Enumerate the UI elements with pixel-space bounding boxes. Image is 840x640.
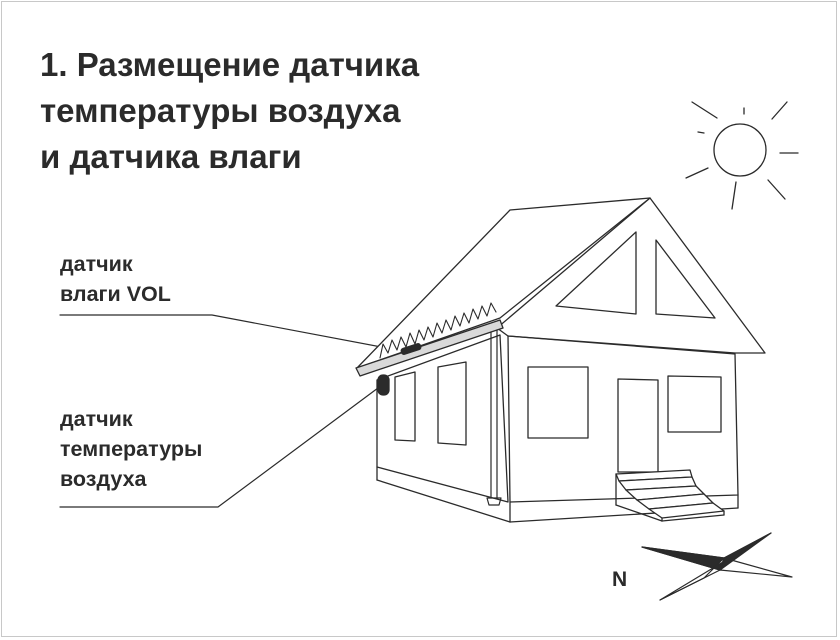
- moisture-sensor: [400, 343, 422, 355]
- downpipe: [486, 329, 502, 506]
- side-window-2: [437, 361, 467, 446]
- leader-lines: [59, 314, 409, 508]
- temperature-leader-line: [59, 387, 379, 508]
- front-window-1: [527, 366, 589, 439]
- front-window-2: [667, 375, 722, 433]
- title-line-1: 1. Размещение датчика: [40, 46, 420, 83]
- gutter: [355, 319, 504, 377]
- temperature-sensor: [377, 374, 390, 396]
- front-gable: [496, 197, 766, 354]
- moisture-sensor-label: датчик влаги VOL: [60, 249, 171, 309]
- temp-label-line-3: воздуха: [60, 467, 147, 491]
- compass-north-label: N: [612, 568, 628, 591]
- title-line-2: температуры воздуха: [40, 92, 401, 129]
- sun-icon: [685, 101, 799, 210]
- temperature-sensor-label: датчик температуры воздуха: [60, 404, 202, 494]
- front-steps: [615, 469, 725, 522]
- moisture-label-line-2: влаги VOL: [60, 282, 171, 306]
- moisture-label-line-1: датчик: [60, 252, 133, 276]
- house-illustration: [355, 197, 766, 523]
- front-door: [617, 378, 659, 473]
- page-title: 1. Размещение датчика температуры воздух…: [40, 42, 419, 180]
- temp-label-line-1: датчик: [60, 407, 133, 431]
- left-wall: [376, 334, 509, 503]
- roof-slope: [356, 197, 651, 369]
- compass-rose-icon: [641, 532, 793, 601]
- gable-triangle-right: [655, 239, 716, 319]
- moisture-leader-line: [59, 314, 409, 353]
- title-line-3: и датчика влаги: [40, 138, 302, 175]
- gable-triangle-left: [555, 231, 637, 315]
- roof-shingles: [379, 302, 497, 359]
- side-window-1: [394, 371, 416, 442]
- temp-label-line-2: температуры: [60, 437, 203, 461]
